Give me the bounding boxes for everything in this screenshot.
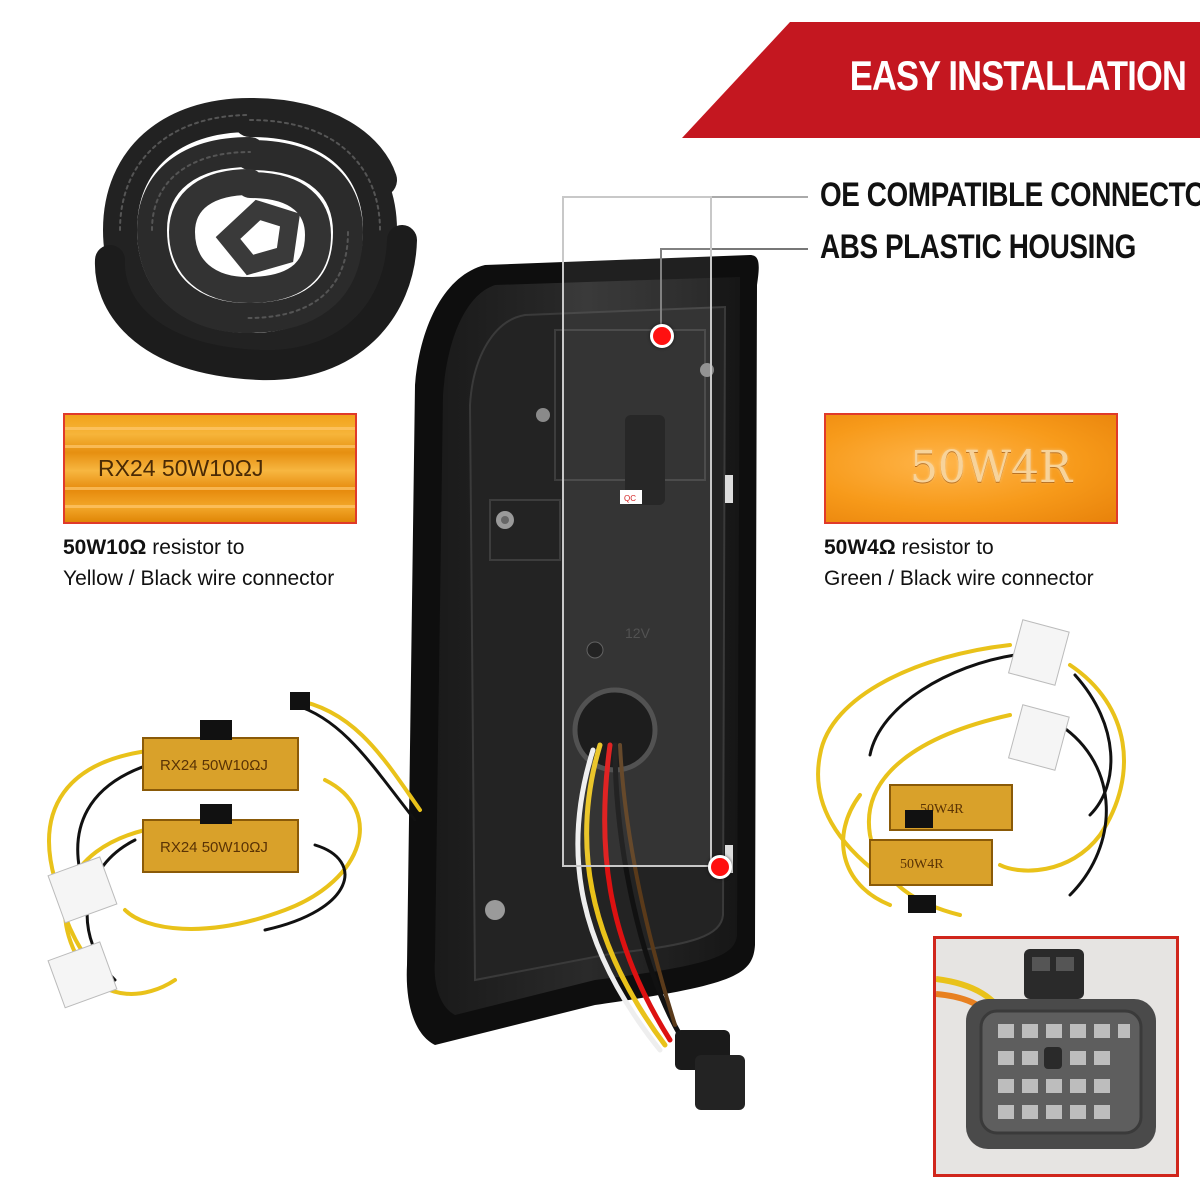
connector-closeup-inset	[933, 936, 1179, 1177]
connector-pointer-dot	[708, 855, 732, 879]
left-resistor-label-photo: RX24 50W10ΩJ	[63, 413, 357, 524]
right-resistor-desc-line1: resistor to	[895, 536, 994, 559]
tail-lamp-housing-image: QC 12V	[406, 255, 759, 1110]
left-resistor-label: RX24 50W10ΩJ	[98, 455, 264, 481]
right-resistor-desc-line2: Green / Black wire connector	[824, 567, 1094, 590]
molded-voltage-text: 12V	[625, 625, 651, 641]
left-resistor-harness-image: RX24 50W10ΩJ RX24 50W10ΩJ	[47, 692, 422, 1009]
callout-oe-connector: OE COMPATIBLE CONNECTOR	[820, 176, 1200, 214]
right-resistor-label-photo: 50W4R	[824, 413, 1118, 524]
right-harness-label-2: 50W4R	[900, 857, 944, 872]
header-banner	[682, 22, 1200, 138]
left-harness-label-2: RX24 50W10ΩJ	[160, 839, 268, 856]
right-resistor-label: 50W4R	[909, 442, 1073, 493]
right-resistor-spec: 50W4Ω	[824, 536, 896, 559]
housing-pointer-dot	[650, 324, 674, 348]
qc-sticker-label: QC	[624, 494, 636, 503]
banner-title: EASY INSTALLATION	[849, 52, 1187, 99]
left-resistor-description: 50W10Ω resistor to Yellow / Black wire c…	[63, 532, 334, 594]
connector-closeup-image	[936, 939, 1176, 1174]
right-resistor-harness-image: 50W4R 50W4R	[816, 619, 1126, 917]
left-resistor-desc-line2: Yellow / Black wire connector	[63, 567, 335, 590]
foam-seal-strip-image	[94, 97, 417, 381]
left-resistor-spec: 50W10Ω	[63, 536, 147, 559]
callout-abs-housing: ABS PLASTIC HOUSING	[820, 228, 1136, 266]
left-harness-label-1: RX24 50W10ΩJ	[160, 757, 268, 774]
left-resistor-desc-line1: resistor to	[146, 536, 245, 559]
right-resistor-description: 50W4Ω resistor to Green / Black wire con…	[824, 532, 1094, 594]
